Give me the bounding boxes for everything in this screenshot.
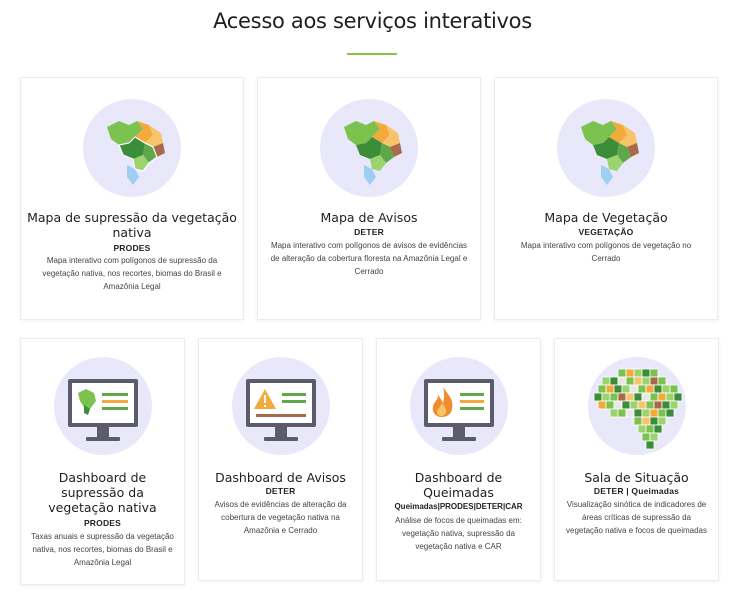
card-description: Taxas anuais e supressão da vegetação na… [31,532,174,567]
card-subtitle: VEGETAÇÃO [578,227,634,237]
grid-map-icon [587,357,686,455]
card-title: Sala de Situação [584,470,689,485]
card-title: Mapa de Vegetação [544,210,668,225]
card-title: Dashboard de supressão da vegetação nati… [48,470,157,515]
card-description: Avisos de evidências de alteração da cob… [214,500,347,535]
card-subtitle: Queimadas|PRODES|DETER|CAR [394,502,523,511]
card-mapa-supressao[interactable]: Mapa de supressão da vegetação nativa PR… [20,77,244,320]
card-description: Visualização sinótica de indicadores de … [566,500,707,535]
card-title: Mapa de supressão da vegetação nativa [27,210,237,240]
card-dashboard-avisos[interactable]: Dashboard de Avisos DETER Avisos de evid… [198,338,363,581]
title-underline [347,53,397,55]
brazil-map-icon [83,99,181,197]
brazil-map-icon [320,99,418,197]
card-title: Dashboard de Avisos [215,470,346,485]
card-subtitle: DETER [265,486,296,496]
card-title: Dashboard de Queimadas [414,470,503,500]
card-title: Mapa de Avisos [320,210,418,225]
card-dashboard-supressao[interactable]: Dashboard de supressão da vegetação nati… [20,338,185,585]
card-subtitle: PRODES [83,518,122,528]
card-subtitle: DETER | Queimadas [593,486,680,496]
card-subtitle: DETER [354,227,384,237]
card-subtitle: PRODES [113,243,151,253]
card-dashboard-queimadas[interactable]: Dashboard de Queimadas Queimadas|PRODES|… [376,338,541,581]
card-description: Análise de focos de queimadas em: vegeta… [395,516,522,551]
brazil-map-icon [557,99,655,197]
card-description: Mapa interativo com polígonos de supress… [42,256,222,291]
card-mapa-vegetacao[interactable]: Mapa de Vegetação VEGETAÇÃO Mapa interat… [494,77,718,320]
page-title: Acesso aos serviços interativos [213,9,532,33]
card-mapa-avisos[interactable]: Mapa de Avisos DETER Mapa interativo com… [257,77,481,320]
card-description: Mapa interativo com polígonos de vegetaç… [520,241,692,263]
monitor-fire-icon [409,357,508,455]
card-sala-situacao[interactable]: Sala de Situação DETER | Queimadas Visua… [554,338,719,581]
monitor-warning-icon [231,357,330,455]
card-description: Mapa interativo com polígonos de avisos … [270,241,468,276]
monitor-map-icon [53,357,152,455]
